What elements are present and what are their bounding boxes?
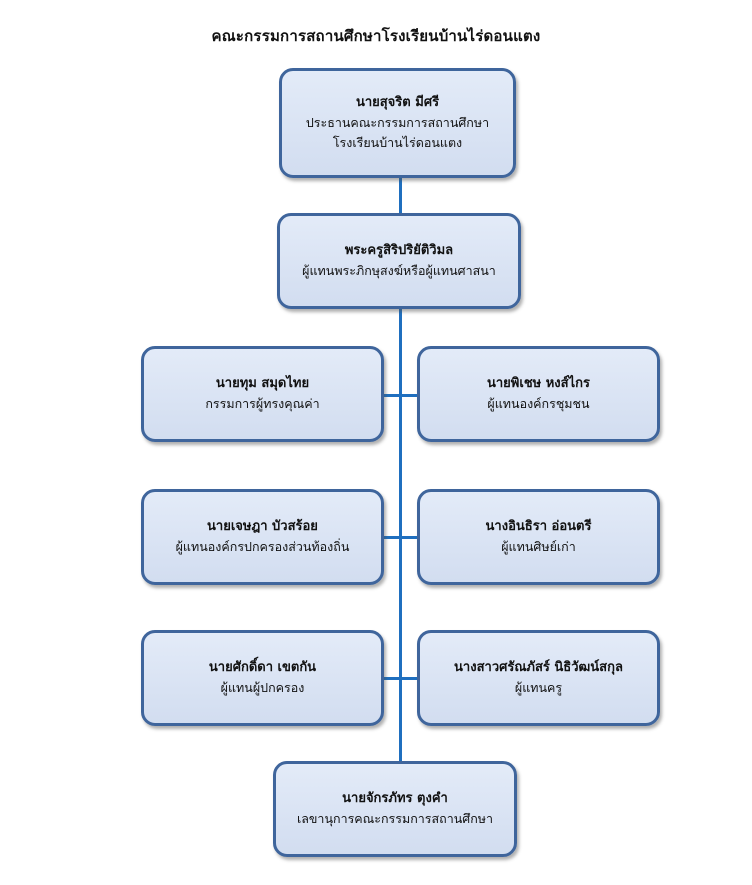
connector-row1 [384, 394, 417, 397]
member-role: ผู้แทนครู [514, 680, 563, 695]
connector-chair-to-monk [399, 176, 402, 214]
secretary-box: นายจักรภัทร ตุงคำ เลขานุการคณะกรรมการสถา… [273, 761, 517, 857]
monk-rep-role: ผู้แทนพระภิกษุสงฆ์หรือผู้แทนศาสนา [302, 263, 496, 278]
member-name: นางสาวศรัณภัสร์ นิธิวัฒน์สกุล [454, 660, 623, 675]
chairman-role-line1: ประธานคณะกรรมการสถานศึกษา [305, 115, 490, 130]
member-box-5: นายศักดิ์ดา เขตกัน ผู้แทนผู้ปกครอง [141, 630, 384, 726]
member-role: กรรมการผู้ทรงคุณค่า [205, 396, 320, 411]
member-role: ผู้แทนผู้ปกครอง [220, 680, 305, 695]
chairman-role-line2: โรงเรียนบ้านไร่ดอนแตง [332, 135, 463, 150]
member-role: ผู้แทนองค์กรชุมชน [487, 396, 590, 411]
member-box-4: นางอินธิรา อ่อนตรี ผู้แทนศิษย์เก่า [417, 489, 660, 585]
chart-title: คณะกรรมการสถานศึกษาโรงเรียนบ้านไร่ดอนแตง [211, 27, 541, 45]
member-role: ผู้แทนองค์กรปกครองส่วนท้องถิ่น [175, 539, 350, 554]
member-box-1: นายทุม สมุดไทย กรรมการผู้ทรงคุณค่า [141, 346, 384, 442]
member-box-2: นายพิเชษ หงส์ไกร ผู้แทนองค์กรชุมชน [417, 346, 660, 442]
member-name: นายพิเชษ หงส์ไกร [487, 376, 590, 391]
secretary-name: นายจักรภัทร ตุงคำ [342, 791, 448, 806]
member-role: ผู้แทนศิษย์เก่า [501, 539, 576, 554]
connector-row2 [384, 536, 417, 539]
chairman-box: นายสุจริต มีศรี ประธานคณะกรรมการสถานศึกษ… [279, 68, 516, 178]
connector-row3 [384, 677, 417, 680]
secretary-role: เลขานุการคณะกรรมการสถานศึกษา [296, 811, 494, 826]
monk-rep-box: พระครูสิริปริยัติวิมล ผู้แทนพระภิกษุสงฆ์… [277, 213, 521, 309]
member-name: นายศักดิ์ดา เขตกัน [208, 660, 317, 675]
member-box-6: นางสาวศรัณภัสร์ นิธิวัฒน์สกุล ผู้แทนครู [417, 630, 660, 726]
member-name: นายเจษฎา บัวสร้อย [207, 519, 318, 534]
monk-rep-name: พระครูสิริปริยัติวิมล [344, 243, 454, 258]
chairman-name: นายสุจริต มีศรี [355, 95, 440, 110]
member-box-3: นายเจษฎา บัวสร้อย ผู้แทนองค์กรปกครองส่วน… [141, 489, 384, 585]
member-name: นายทุม สมุดไทย [215, 376, 310, 391]
member-name: นางอินธิรา อ่อนตรี [485, 519, 592, 534]
